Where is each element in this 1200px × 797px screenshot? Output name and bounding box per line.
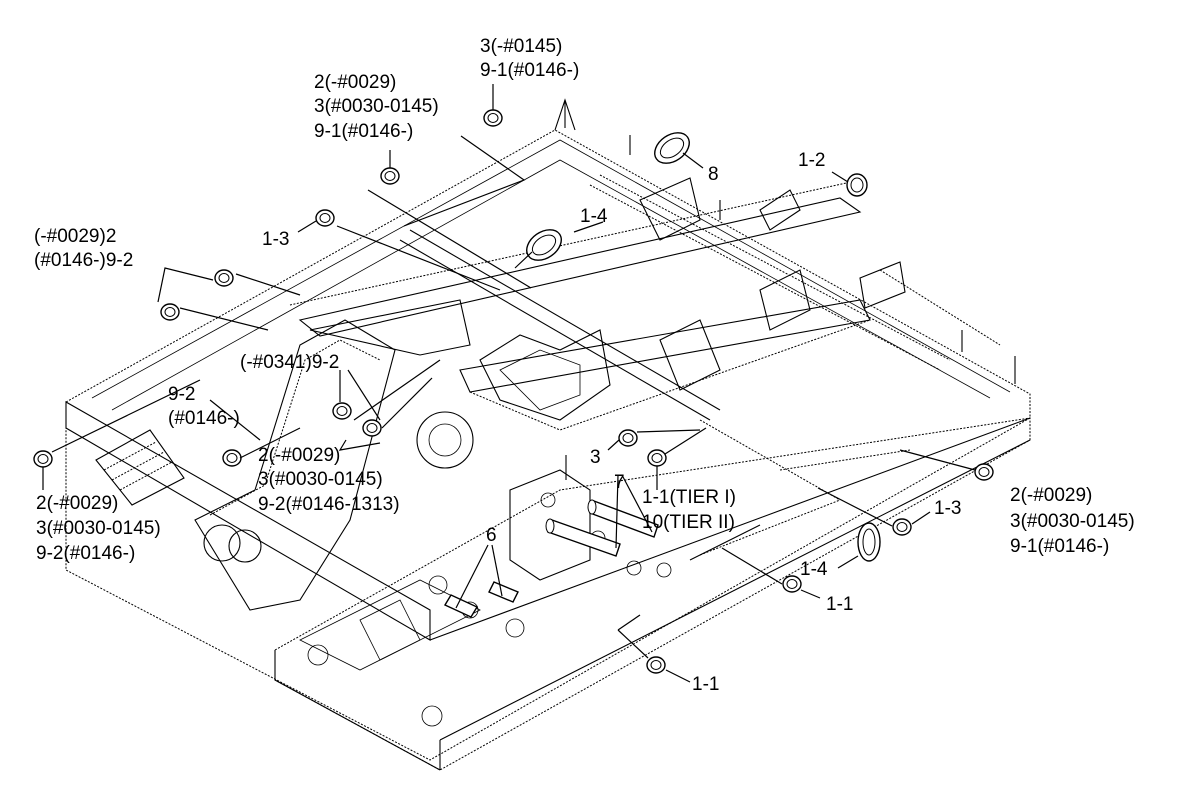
callout-8: 8 bbox=[708, 164, 719, 185]
callout-top-left-3: 9-1(#0146-) bbox=[314, 121, 413, 142]
callout-1-2: 1-2 bbox=[798, 150, 825, 171]
callout-center-3: 9-2(#0146-1313) bbox=[258, 494, 400, 515]
bushing-0341-b bbox=[362, 419, 382, 437]
bushing-3 bbox=[618, 429, 638, 447]
bushing-1-1-bottom bbox=[646, 656, 666, 674]
callout-1-3-left: 1-3 bbox=[262, 229, 289, 250]
seal-1-4-right bbox=[857, 522, 881, 562]
seal-8 bbox=[654, 132, 690, 164]
bushing-1-3-right bbox=[892, 518, 912, 536]
callout-0341: (-#0341)9-2 bbox=[240, 352, 339, 373]
callout-1-4-top: 1-4 bbox=[580, 206, 608, 227]
callout-tier-1: 1-1(TIER I) bbox=[642, 487, 736, 508]
callout-1-4-right: 1-4 bbox=[800, 559, 828, 580]
callout-bottom-left-1: 2(-#0029) bbox=[36, 493, 118, 514]
bushing-right bbox=[974, 463, 994, 481]
callout-tier-2: 10(TIER II) bbox=[642, 512, 735, 533]
callout-bottom-left-3: 9-2(#0146-) bbox=[36, 543, 135, 564]
bushing-top-center bbox=[483, 109, 503, 127]
bushing-1-1-right bbox=[782, 575, 802, 593]
leader-lines bbox=[42, 84, 976, 683]
bushing-left-9-2 bbox=[222, 449, 242, 467]
callout-right-2: 3(#0030-0145) bbox=[1010, 511, 1135, 532]
callout-7: 7 bbox=[614, 472, 625, 493]
callout-top-center-2: 9-1(#0146-) bbox=[480, 60, 579, 81]
callout-right-3: 9-1(#0146-) bbox=[1010, 536, 1109, 557]
pin-7-b bbox=[587, 499, 659, 538]
callout-labels: 3(-#0145) 9-1(#0146-) 2(-#0029) 3(#0030-… bbox=[34, 36, 1135, 695]
callout-left-group-2: (#0146-)9-2 bbox=[34, 250, 133, 271]
callout-bottom-left-2: 3(#0030-0145) bbox=[36, 518, 161, 539]
bushing-1-1-tier bbox=[647, 449, 667, 467]
callout-top-left-1: 2(-#0029) bbox=[314, 72, 396, 93]
callout-center-2: 3(#0030-0145) bbox=[258, 469, 383, 490]
bushing-top-left bbox=[380, 167, 400, 185]
callout-top-left-2: 3(#0030-0145) bbox=[314, 96, 439, 117]
seal-parts bbox=[526, 132, 881, 562]
callout-left-group-1: (-#0029)2 bbox=[34, 226, 116, 247]
bushing-bottom-left bbox=[33, 450, 53, 468]
callout-1-3-right: 1-3 bbox=[934, 498, 961, 519]
upper-frame-drawing bbox=[65, 98, 1031, 761]
callout-right-1: 2(-#0029) bbox=[1010, 485, 1092, 506]
callout-1-1-bottom: 1-1 bbox=[692, 674, 719, 695]
bushing-0341-a bbox=[332, 402, 352, 420]
callout-top-center-1: 3(-#0145) bbox=[480, 36, 562, 57]
lower-frame-drawing bbox=[95, 417, 1031, 771]
pin-7-a bbox=[545, 518, 621, 557]
callout-left-0146: (#0146-) bbox=[168, 408, 240, 429]
pin-6-a bbox=[443, 594, 479, 618]
callout-6: 6 bbox=[486, 525, 497, 546]
bushing-1-2 bbox=[846, 173, 868, 197]
pin-parts bbox=[443, 499, 659, 618]
pin-6-b bbox=[488, 581, 519, 603]
bushing-9-2-b bbox=[160, 303, 180, 321]
bushing-1-3-left bbox=[315, 209, 335, 227]
callout-left-9-2: 9-2 bbox=[168, 384, 195, 405]
callout-1-1-right: 1-1 bbox=[826, 594, 853, 615]
callout-center-1: 2(-#0029) bbox=[258, 445, 340, 466]
seal-1-4-top bbox=[526, 229, 562, 261]
callout-3: 3 bbox=[590, 447, 601, 468]
bushing-9-2-a bbox=[214, 269, 234, 287]
